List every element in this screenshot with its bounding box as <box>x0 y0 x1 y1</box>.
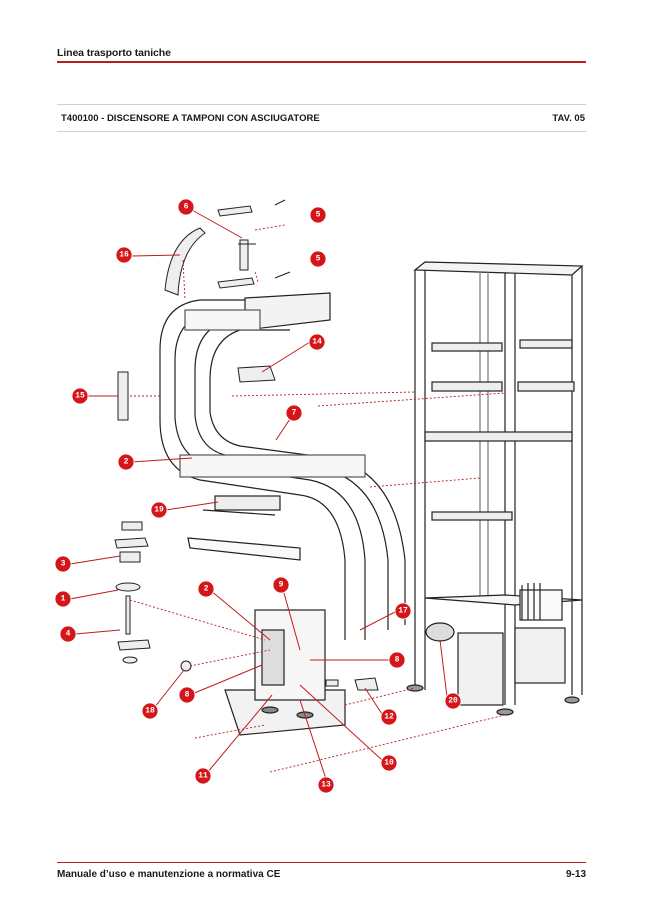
svg-text:11: 11 <box>198 772 208 781</box>
callout-15: 15 <box>71 387 89 405</box>
callout-7: 7 <box>285 404 303 422</box>
callout-5-upper: 5 <box>309 206 327 224</box>
svg-text:17: 17 <box>398 607 408 616</box>
svg-text:5: 5 <box>316 211 321 220</box>
callout-18: 18 <box>141 702 159 720</box>
callout-1: 1 <box>54 590 72 608</box>
svg-text:7: 7 <box>292 409 297 418</box>
callout-8-left: 8 <box>178 686 196 704</box>
footer-rule <box>57 862 586 863</box>
callout-9: 9 <box>272 576 290 594</box>
svg-text:10: 10 <box>384 759 394 768</box>
svg-text:14: 14 <box>312 338 322 347</box>
callout-6: 6 <box>177 198 195 216</box>
svg-text:2: 2 <box>204 585 209 594</box>
svg-text:8: 8 <box>185 691 190 700</box>
subheader-top-rule <box>57 104 586 105</box>
callout-3: 3 <box>54 555 72 573</box>
s-conveyor <box>159 292 406 640</box>
sheet-number: TAV. 05 <box>552 113 585 124</box>
callout-10: 10 <box>380 754 398 772</box>
reference-lines <box>129 224 506 773</box>
callout-20: 20 <box>444 692 462 710</box>
svg-text:1: 1 <box>61 595 66 604</box>
callouts: 6 5 5 16 14 15 7 2 19 3 1 4 2 9 17 8 20 … <box>54 198 462 794</box>
svg-text:8: 8 <box>395 656 400 665</box>
callout-16: 16 <box>115 246 133 264</box>
header-title: Linea trasporto taniche <box>57 47 171 59</box>
callout-19: 19 <box>150 501 168 519</box>
callout-2-lower: 2 <box>197 580 215 598</box>
svg-text:12: 12 <box>384 713 394 722</box>
callout-17: 17 <box>394 602 412 620</box>
callout-12: 12 <box>380 708 398 726</box>
svg-text:16: 16 <box>119 251 129 260</box>
callout-8-right: 8 <box>388 651 406 669</box>
svg-text:19: 19 <box>154 506 164 515</box>
svg-text:3: 3 <box>61 560 66 569</box>
svg-text:5: 5 <box>316 255 321 264</box>
base-structure <box>187 495 346 736</box>
footer-manual-title: Manuale d’uso e manutenzione a normativa… <box>57 869 281 880</box>
exploded-parts <box>114 199 379 691</box>
callout-11: 11 <box>194 767 212 785</box>
subheader-bottom-rule <box>57 131 586 132</box>
callout-14: 14 <box>308 333 326 351</box>
svg-text:15: 15 <box>75 392 85 401</box>
callout-leaders <box>69 209 448 780</box>
svg-text:18: 18 <box>145 707 155 716</box>
svg-text:4: 4 <box>66 630 71 639</box>
svg-text:6: 6 <box>184 203 189 212</box>
callout-2-upper: 2 <box>117 453 135 471</box>
svg-text:13: 13 <box>321 781 331 790</box>
support-frame <box>406 261 584 716</box>
callout-13: 13 <box>317 776 335 794</box>
header-rule <box>57 61 586 63</box>
callout-5-lower: 5 <box>309 250 327 268</box>
svg-text:9: 9 <box>279 581 284 590</box>
drawing-code-title: T400100 - DISCENSORE A TAMPONI CON ASCIU… <box>61 113 320 124</box>
callout-4: 4 <box>59 625 77 643</box>
svg-text:20: 20 <box>448 697 458 706</box>
svg-text:2: 2 <box>124 458 129 467</box>
page-number: 9-13 <box>565 869 586 880</box>
